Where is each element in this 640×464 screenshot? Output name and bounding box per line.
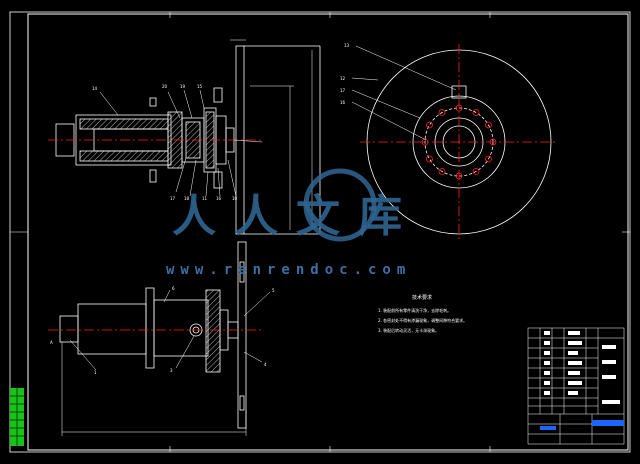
svg-text:5: 5 [272, 288, 275, 293]
tech-req-title: 技术要求 [412, 294, 432, 301]
tech-req-line-1: 1. 装配前所有零件清洗干净，去除毛刺。 [378, 307, 451, 313]
watermark-chinese: 人人文库 [172, 191, 420, 242]
title-block-fill-marks [544, 331, 620, 404]
svg-text:12: 12 [340, 76, 346, 81]
watermark-url: www.renrendoc.com [166, 262, 412, 278]
bottom-part-numbers: 6 5 4 3 1 A [50, 286, 275, 375]
svg-text:13: 13 [344, 43, 350, 48]
right-part-numbers: 13 12 17 16 [340, 43, 350, 105]
zone-ticks [10, 12, 630, 452]
circular-center-lines [360, 44, 558, 240]
svg-text:16: 16 [216, 196, 222, 201]
top-part-numbers: 14 20 19 15 17 18 11 16 10 [92, 84, 238, 201]
svg-text:A: A [50, 340, 53, 345]
svg-text:10: 10 [232, 196, 238, 201]
svg-text:20: 20 [162, 84, 168, 89]
svg-text:11: 11 [202, 196, 208, 201]
green-side-block [10, 388, 24, 446]
svg-text:3: 3 [170, 368, 173, 373]
svg-text:19: 19 [180, 84, 186, 89]
svg-text:4: 4 [264, 362, 267, 367]
bottom-view [59, 241, 247, 436]
svg-text:1: 1 [94, 370, 97, 375]
svg-text:14: 14 [92, 86, 98, 91]
title-block-blue-band [592, 420, 624, 426]
svg-text:15: 15 [197, 84, 203, 89]
tech-req-line-2: 2. 各密封处不得有渗漏现象，调整间隙符合要求。 [378, 317, 467, 323]
svg-text:17: 17 [340, 88, 346, 93]
watermark-logo-circle [303, 168, 377, 242]
svg-text:18: 18 [184, 196, 190, 201]
title-block-blue-mark [540, 426, 556, 430]
tech-req-line-3: 3. 装配后转动灵活，无卡滞现象。 [378, 327, 439, 333]
right-leaders [351, 45, 457, 141]
technical-requirements: 技术要求 1. 装配前所有零件清洗干净，去除毛刺。 2. 各密封处不得有渗漏现象… [378, 294, 467, 333]
svg-text:16: 16 [340, 100, 346, 105]
top-leaders [99, 89, 263, 197]
bottom-leaders [69, 289, 271, 371]
svg-text:6: 6 [172, 286, 175, 291]
svg-text:17: 17 [170, 196, 176, 201]
title-block [527, 327, 625, 445]
